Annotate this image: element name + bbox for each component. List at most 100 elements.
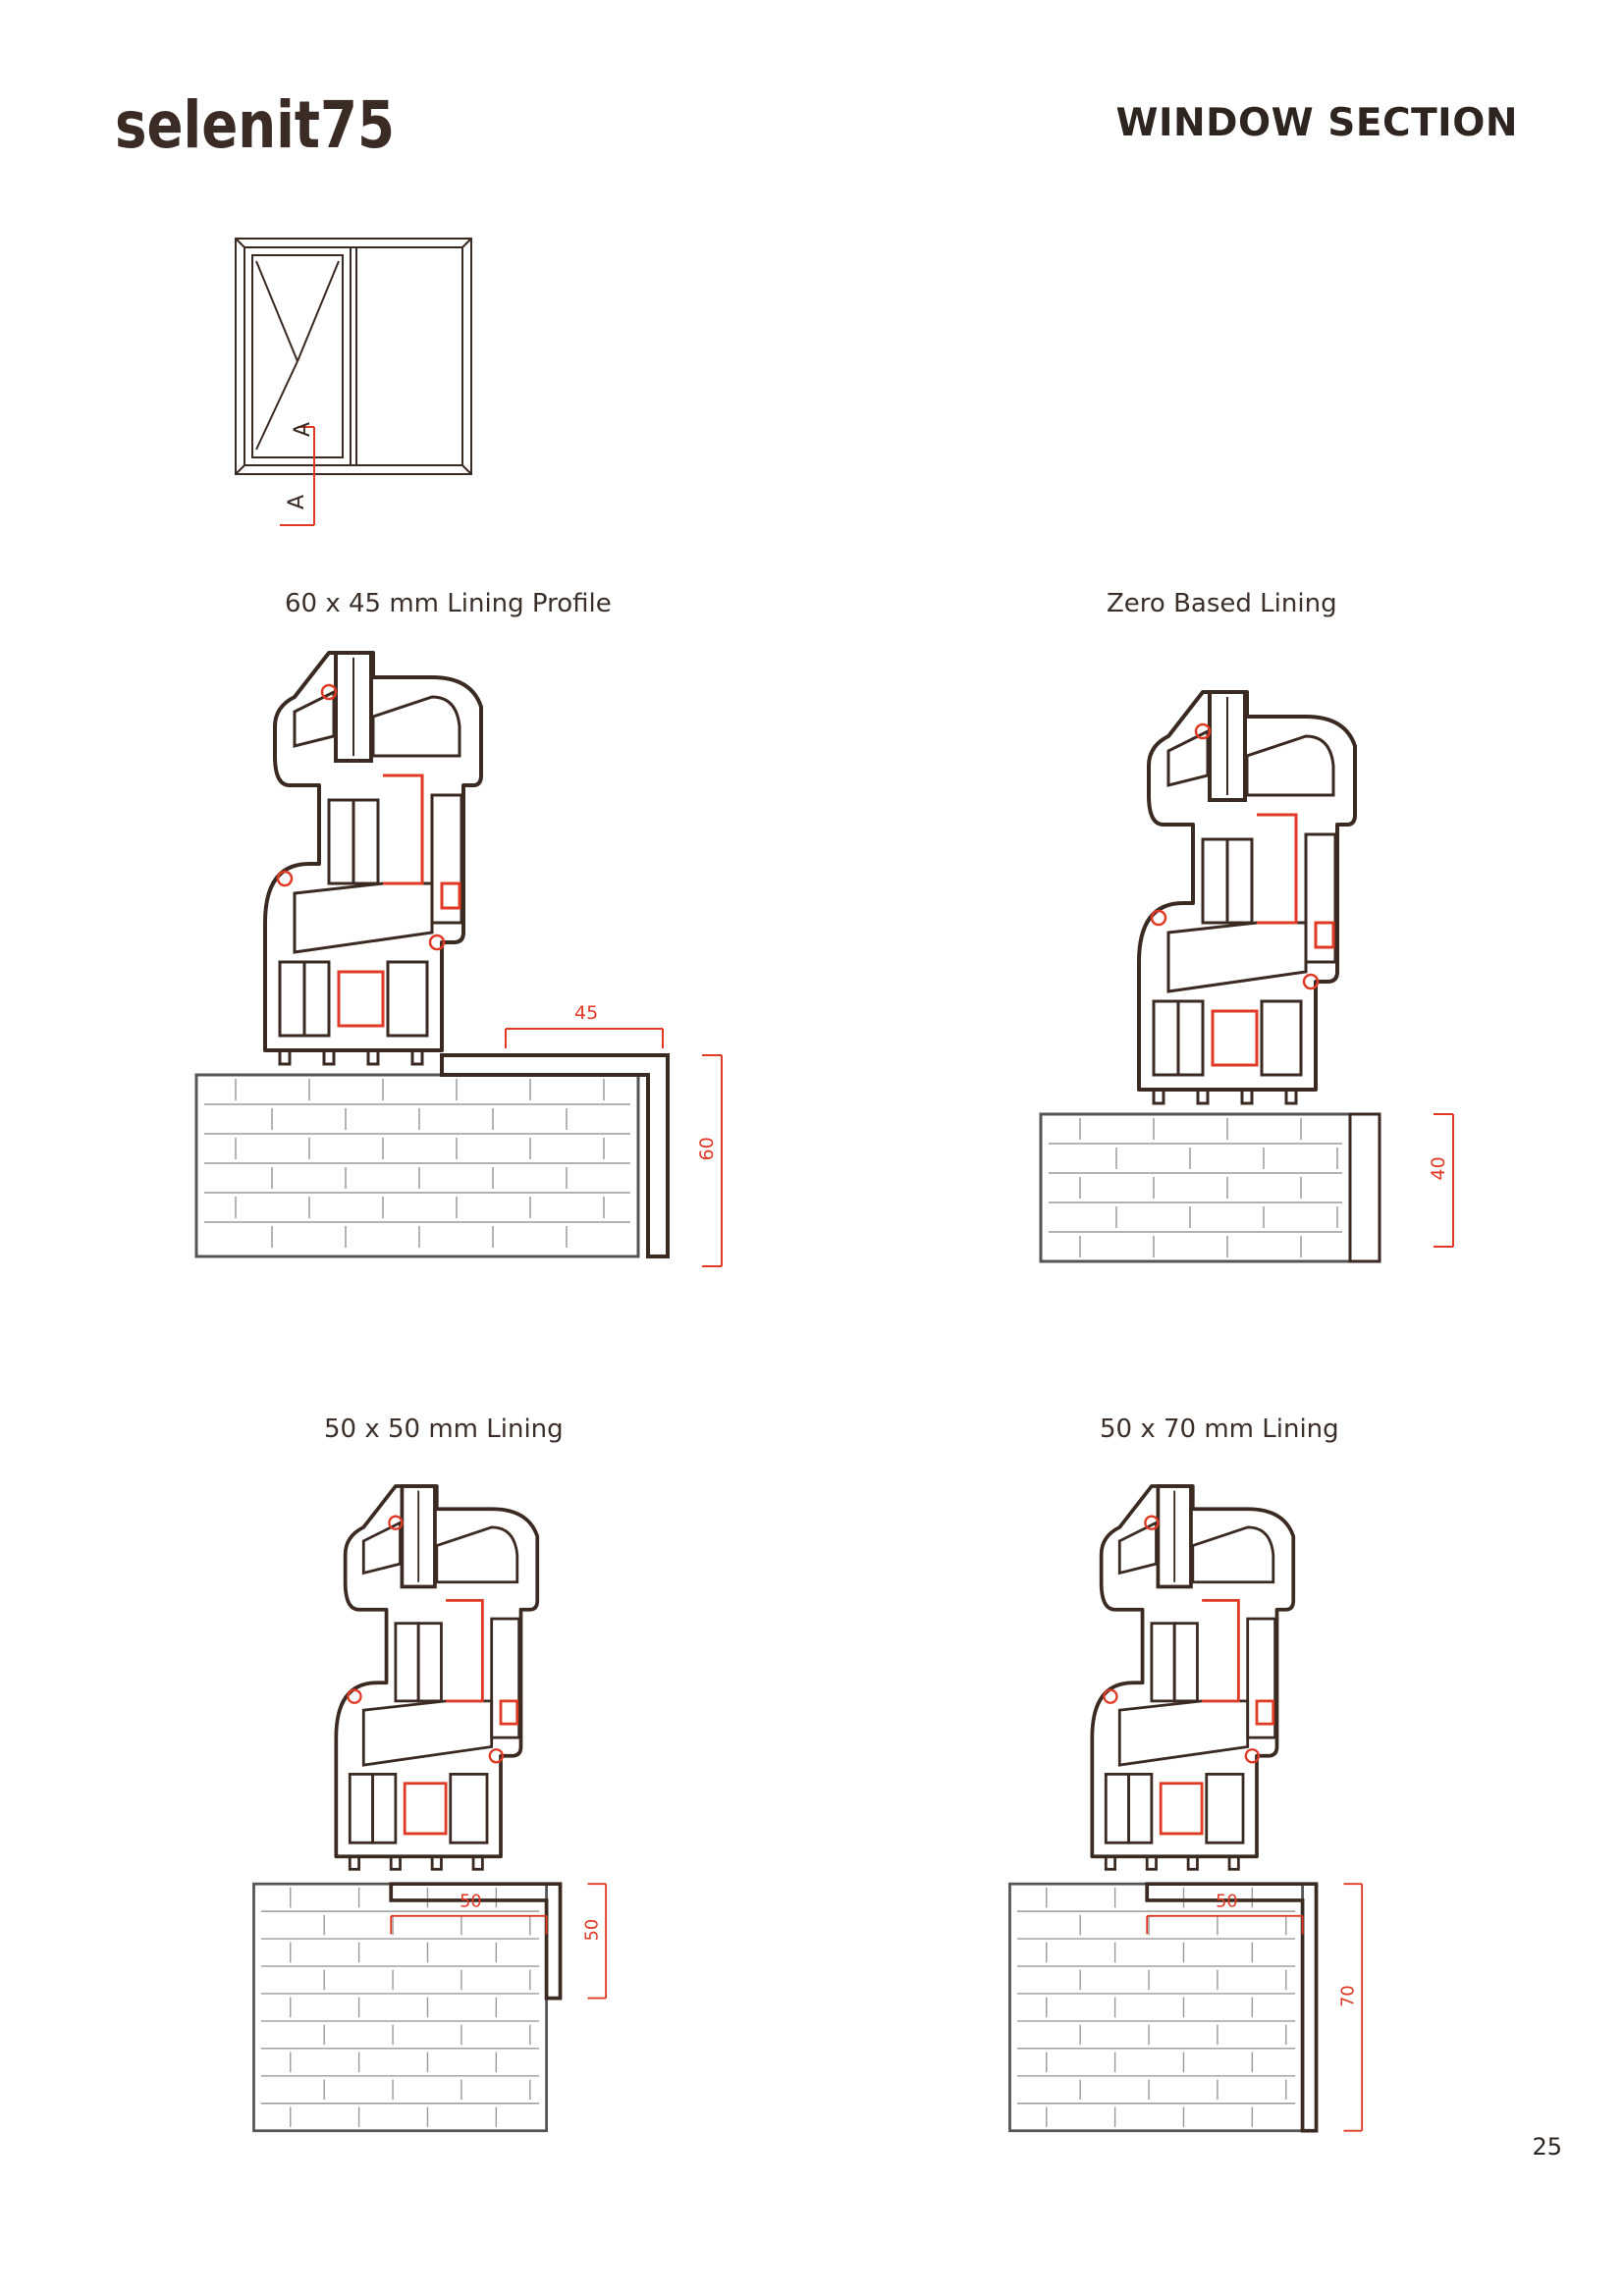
frame-foot [389, 1854, 402, 1871]
height-dimension-label: 70 [1339, 1985, 1359, 2007]
height-dimension-label: 60 [696, 1137, 718, 1160]
gasket-seal [428, 934, 446, 951]
profile-chamber [1176, 999, 1205, 1077]
frame-foot [1186, 1854, 1199, 1871]
frame-foot [1227, 1854, 1240, 1871]
profile-chamber [1127, 1773, 1154, 1844]
profile-chamber [293, 881, 434, 954]
brick-wall [252, 1882, 548, 2133]
profile-chamber [1225, 837, 1254, 925]
profile-chamber [1104, 1773, 1130, 1844]
profile-chamber [371, 1773, 398, 1844]
caption-60x45: 60 x 45 mm Lining Profile [285, 589, 612, 618]
frame-foot [366, 1048, 380, 1066]
profile-chamber [1117, 1520, 1158, 1575]
gasket-seal [488, 1748, 505, 1764]
caption-50x70: 50 x 70 mm Lining [1100, 1415, 1339, 1444]
steel-reinforcement [383, 774, 424, 885]
profile-chamber [430, 793, 463, 925]
glazing-unit [334, 651, 373, 763]
gasket-seal [276, 870, 294, 887]
steel-reinforcement [440, 881, 461, 910]
profile-chamber [1172, 1622, 1199, 1703]
lining-board [1145, 1882, 1319, 2133]
caption-50x50: 50 x 50 mm Lining [324, 1415, 564, 1444]
profile-chamber [293, 689, 336, 748]
frame-foot [1104, 1854, 1117, 1871]
steel-reinforcement [1314, 921, 1335, 949]
gasket-seal [1103, 1688, 1118, 1704]
selenit75-logo: selenit75 [115, 93, 395, 162]
steel-reinforcement [499, 1699, 519, 1726]
profile-chamber [1201, 837, 1229, 925]
page-number: 25 [1532, 2133, 1562, 2161]
glazing-unit [400, 1484, 437, 1589]
window-profile [1090, 1484, 1296, 1871]
frame-outline [334, 1484, 540, 1859]
frame-foot [1196, 1088, 1210, 1105]
frame-outline [1090, 1484, 1296, 1859]
gasket-seal [388, 1515, 404, 1530]
profile-chamber [1191, 1525, 1275, 1584]
brick-wall [1039, 1112, 1352, 1263]
profile-chamber [1245, 734, 1335, 797]
width-dimension-label: 45 [574, 1002, 598, 1024]
profile-chamber [1260, 999, 1303, 1077]
gasket-seal [1144, 1515, 1160, 1530]
profile-chamber [394, 1622, 420, 1703]
window-profile [263, 651, 483, 1066]
profile-chamber [1117, 1699, 1250, 1767]
gasket-seal [1150, 909, 1167, 927]
section-60x45-lining: 45 60 [194, 651, 723, 1267]
profile-chamber [371, 695, 461, 758]
frame-foot [1240, 1088, 1254, 1105]
section-marker-a-top: A [291, 422, 315, 437]
frame-foot [322, 1048, 336, 1066]
window-profile [334, 1484, 540, 1871]
gasket-seal [1194, 722, 1212, 740]
profile-chamber [1166, 728, 1210, 787]
profile-chamber [1166, 921, 1308, 993]
steel-reinforcement [1159, 1782, 1204, 1836]
lining-board [440, 1053, 670, 1258]
frame-foot [430, 1854, 443, 1871]
frame-foot [1152, 1088, 1165, 1105]
profile-chamber [302, 960, 331, 1038]
profile-chamber [416, 1622, 443, 1703]
steel-reinforcement [1211, 1009, 1259, 1067]
profile-chamber [361, 1520, 402, 1575]
zero-lining-board [1348, 1112, 1381, 1263]
frame-foot [278, 1048, 292, 1066]
brick-wall [1008, 1882, 1304, 2133]
logo-wordmark: selenit75 [115, 93, 395, 162]
page-title: WINDOW SECTION [1115, 101, 1518, 145]
profile-chamber [435, 1525, 519, 1584]
glazing-unit [1156, 1484, 1193, 1589]
lining-board [389, 1882, 563, 2001]
profile-chamber [449, 1773, 489, 1844]
gasket-seal [1244, 1748, 1261, 1764]
steel-reinforcement [337, 970, 385, 1028]
section-marker-a-bottom: A [285, 495, 309, 509]
glazing-unit [1208, 690, 1247, 802]
profile-chamber [327, 798, 355, 885]
window-elevation-key: A A [235, 238, 472, 526]
frame-outline [263, 651, 483, 1052]
profile-chamber [490, 1617, 521, 1739]
steel-reinforcement [403, 1782, 448, 1836]
profile-chamber [352, 798, 380, 885]
profile-chamber [1205, 1773, 1245, 1844]
frame-foot [471, 1854, 484, 1871]
gasket-seal [1302, 973, 1320, 990]
gasket-seal [320, 683, 338, 701]
steel-reinforcement [1202, 1599, 1240, 1703]
frame-outline [1137, 690, 1357, 1092]
profile-chamber [1246, 1617, 1277, 1739]
profile-chamber [361, 1699, 494, 1767]
frame-foot [410, 1048, 424, 1066]
gasket-seal [347, 1688, 362, 1704]
profile-chamber [1150, 1622, 1176, 1703]
profile-chamber [1152, 999, 1180, 1077]
